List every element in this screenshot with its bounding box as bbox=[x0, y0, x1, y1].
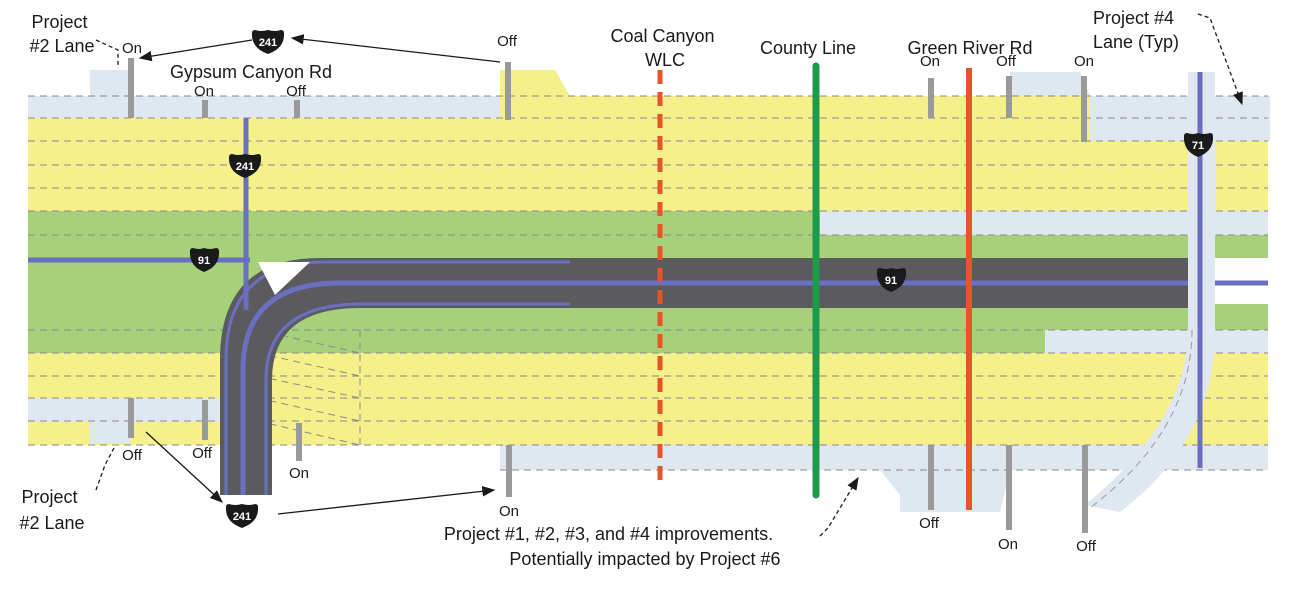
ramp-post-bot-gypsum-on bbox=[296, 423, 302, 461]
interchange-gap bbox=[258, 262, 310, 295]
arrow-241-bot-left bbox=[145, 431, 223, 503]
ramp-posts bbox=[128, 58, 1088, 533]
label-county-line: County Line bbox=[760, 38, 856, 58]
leader-project4 bbox=[1197, 13, 1243, 106]
sr241-connector-edge-top bbox=[224, 260, 570, 495]
shield-241-bottom: 241 bbox=[225, 504, 259, 528]
ramp-label-top-gypsum-off: Off bbox=[286, 83, 307, 100]
ramp-label-bot-gypsum-on: On bbox=[289, 465, 309, 482]
sr71-connector-curve bbox=[1085, 72, 1215, 512]
shield-91-left: 91 bbox=[189, 248, 220, 272]
shield-241-mid: 241 bbox=[228, 154, 262, 178]
leader-improvements bbox=[819, 476, 859, 537]
ramp-label-top-241-on: On bbox=[122, 40, 142, 57]
ramp-post-top-241-on bbox=[128, 58, 134, 118]
arrow-241-bot-right bbox=[277, 486, 496, 515]
shield-71: 71 bbox=[1183, 133, 1214, 157]
arrow-241-top-right bbox=[290, 34, 501, 63]
ramp-post-bot-gr-on bbox=[1006, 445, 1012, 530]
ramp-post-bot-gr-off bbox=[928, 445, 934, 510]
ramp-post-bot-71-off bbox=[1082, 445, 1088, 533]
gp-lane-top-taper-2 bbox=[1010, 72, 1090, 96]
route-shields: 241 241 241 91 91 71 bbox=[189, 30, 1214, 528]
ramp-label-top-241-off: Off bbox=[497, 33, 518, 50]
gp-lane-top-taper bbox=[500, 70, 1090, 118]
ramp-label-bot-71-off: Off bbox=[1076, 538, 1097, 555]
label-project2-top: Project #2 Lane bbox=[29, 12, 94, 56]
shield-71-label: 71 bbox=[1192, 140, 1204, 152]
label-project4: Project #4 Lane (Typ) bbox=[1093, 8, 1179, 52]
shield-241-top-label: 241 bbox=[259, 37, 277, 49]
label-coal-canyon-wlc: Coal Canyon WLC bbox=[610, 26, 719, 70]
shield-91-mid: 91 bbox=[876, 268, 907, 292]
markers bbox=[657, 62, 972, 510]
arrow-241-top-left bbox=[138, 39, 253, 62]
ramp-post-bot-gypsum-off bbox=[202, 400, 208, 440]
ramp-label-bot-gr-on: On bbox=[998, 536, 1018, 553]
shield-241-bottom-label: 241 bbox=[233, 511, 251, 523]
ramp-label-top-gr-on: On bbox=[920, 53, 940, 70]
sr241-connector-route-line bbox=[240, 280, 1268, 495]
project-lane-bottom-bump bbox=[90, 420, 130, 444]
shield-241-mid-label: 241 bbox=[236, 161, 254, 173]
labels: Project #2 Lane Gypsum Canyon Rd Coal Ca… bbox=[19, 8, 1179, 569]
ramp-post-bot-241-off bbox=[128, 398, 134, 438]
ramp-post-top-gypsum-off bbox=[294, 100, 300, 118]
ramp-post-top-gr-off bbox=[1006, 76, 1012, 118]
ramp-label-top-gypsum-on: On bbox=[194, 83, 214, 100]
ramp-post-top-241-off bbox=[505, 62, 511, 120]
leader-arrows bbox=[95, 13, 1243, 537]
ramp-post-top-71-on bbox=[1081, 76, 1087, 142]
sr71-connector-curve-outline bbox=[1089, 329, 1193, 509]
shield-91-left-label: 91 bbox=[198, 255, 210, 267]
sr241-connector-edge-bot bbox=[264, 302, 570, 495]
ramp-label-top-71-on: On bbox=[1074, 53, 1094, 70]
shield-241-top: 241 bbox=[251, 30, 285, 54]
ramp-label-bot-gypsum-off: Off bbox=[192, 445, 213, 462]
label-green-river: Green River Rd bbox=[907, 38, 1032, 58]
ramp-label-bot-gr-off: Off bbox=[919, 515, 940, 532]
sr241-connector bbox=[220, 258, 1268, 495]
ramp-label-bot-241-on: On bbox=[499, 503, 519, 520]
leader-project2-top bbox=[95, 39, 119, 68]
project-lane-ex-bot-right bbox=[1045, 330, 1268, 353]
label-gypsum-canyon: Gypsum Canyon Rd bbox=[170, 62, 332, 82]
leader-project2-bottom bbox=[95, 447, 115, 491]
ramp-post-top-gypsum-on bbox=[202, 100, 208, 118]
ramp-post-bot-241-on bbox=[506, 445, 512, 497]
label-improvements: Project #1, #2, #3, and #4 improvements.… bbox=[444, 524, 781, 569]
shield-91-mid-label: 91 bbox=[885, 275, 897, 287]
ramp-labels: On On Off Off On Off On Off Off On On Of… bbox=[122, 33, 1097, 555]
project-lane-top-bump bbox=[90, 70, 130, 100]
ramp-label-top-gr-off: Off bbox=[996, 53, 1017, 70]
ramp-label-bot-241-off: Off bbox=[122, 447, 143, 464]
label-project2-bottom: Project #2 Lane bbox=[19, 487, 84, 533]
ramp-post-top-gr-on bbox=[928, 78, 934, 118]
